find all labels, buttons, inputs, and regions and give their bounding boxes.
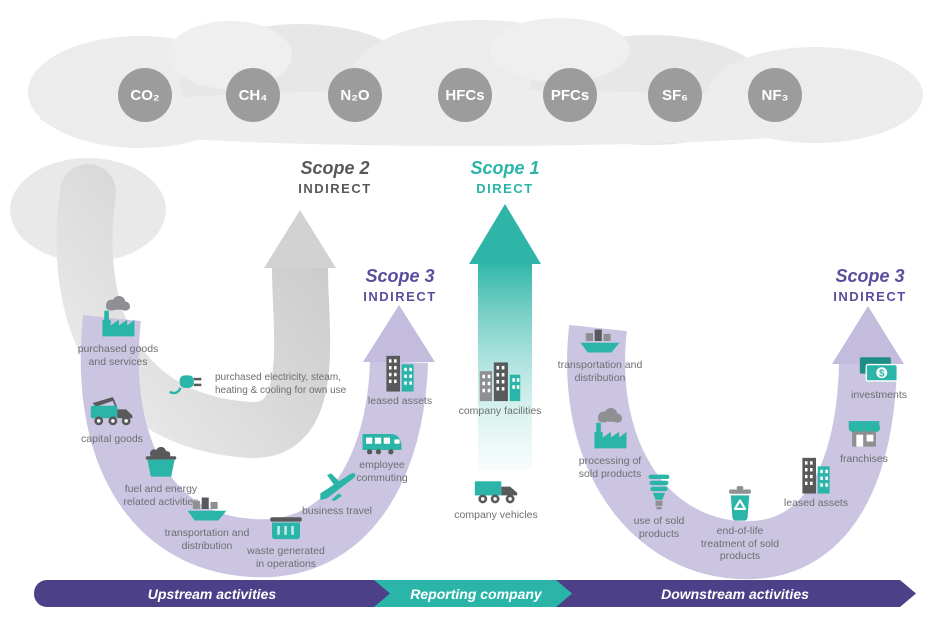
- item-label: purchased electricity, steam, heating & …: [215, 372, 347, 396]
- scope3-upstream-arc: [80, 305, 435, 578]
- item-label: franchises: [840, 453, 888, 465]
- item-leased-assets-upstream: leased assets: [360, 348, 440, 408]
- item-business-travel: business travel: [297, 458, 377, 518]
- item-waste-generated: waste generated in operations: [246, 498, 326, 570]
- building-icon: [383, 348, 417, 392]
- item-use-of-sold-products: use of sold products: [619, 468, 699, 540]
- item-label: purchased goods and services: [77, 343, 159, 368]
- recycle-bin-icon: [724, 478, 756, 522]
- item-label: employee commuting: [356, 459, 408, 484]
- building-icon: [799, 450, 833, 494]
- item-label: company facilities: [458, 405, 542, 417]
- scope3-downstream-subtitle: INDIRECT: [833, 289, 907, 304]
- city-buildings-icon: [478, 358, 522, 402]
- scope3-upstream-subtitle: INDIRECT: [363, 289, 437, 304]
- item-label: waste generated in operations: [247, 545, 325, 570]
- scope1-label: Scope 1 DIRECT: [435, 158, 575, 196]
- gas-sf6: SF₆: [648, 68, 702, 122]
- item-end-of-life-treatment: end-of-life treatment of sold products: [698, 478, 782, 563]
- scope3-downstream-label: Scope 3 INDIRECT: [800, 266, 936, 304]
- gas-co2: CO₂: [118, 68, 172, 122]
- gas-hfcs: HFCs: [438, 68, 492, 122]
- item-label: fuel and energy related activities: [123, 483, 199, 508]
- scope2-arrow: [56, 164, 336, 458]
- coal-cart-icon: [142, 436, 180, 480]
- airplane-icon: [317, 458, 357, 502]
- plug-icon: [168, 368, 208, 401]
- svg-text:$: $: [879, 368, 885, 379]
- item-label: use of sold products: [633, 515, 685, 540]
- item-label: business travel: [301, 505, 373, 517]
- scope2-label: Scope 2 INDIRECT: [265, 158, 405, 196]
- item-label: leased assets: [783, 497, 849, 509]
- item-company-vehicles: company vehicles: [454, 462, 538, 522]
- item-purchased-electricity: purchased electricity, steam, heating & …: [168, 368, 365, 401]
- scope3-downstream-title: Scope 3: [835, 266, 905, 286]
- gas-ch4: CH₄: [226, 68, 280, 122]
- gas-n2o: N₂O: [328, 68, 382, 122]
- crane-truck-icon: [89, 386, 135, 430]
- item-transportation-and-distribution-upstream: transportation and distribution: [163, 480, 251, 552]
- item-label: capital goods: [81, 433, 143, 445]
- scope3-upstream-label: Scope 3 INDIRECT: [330, 266, 470, 304]
- factory-cloud-icon: [587, 408, 633, 452]
- scope2-title: Scope 2: [300, 158, 370, 178]
- scope2-subtitle: INDIRECT: [298, 181, 372, 196]
- item-transportation-and-distribution-downstream: transportation and distribution: [556, 312, 644, 384]
- item-purchased-goods-and-services: purchased goods and services: [74, 296, 162, 368]
- factory-cloud-icon: [95, 296, 141, 340]
- item-label: transportation and distribution: [557, 359, 643, 384]
- scope3-upstream-title: Scope 3: [365, 266, 435, 286]
- scope1-arrow: [469, 204, 541, 470]
- gas-pfcs: PFCs: [543, 68, 597, 122]
- item-label: leased assets: [367, 395, 433, 407]
- scope3-downstream-arc: [567, 306, 904, 580]
- item-processing-of-sold-products: processing of sold products: [568, 408, 652, 480]
- truck-icon: [473, 462, 519, 506]
- item-label: transportation and distribution: [164, 527, 250, 552]
- dumpster-icon: [265, 498, 307, 542]
- item-fuel-and-energy: fuel and energy related activities: [120, 436, 202, 508]
- item-label: company vehicles: [454, 509, 538, 521]
- downstream-activities-band: Downstream activities: [546, 580, 916, 607]
- item-label: processing of sold products: [578, 455, 642, 480]
- ship-icon: [184, 480, 230, 524]
- cloud-band: [10, 18, 923, 262]
- item-label: end-of-life treatment of sold products: [700, 525, 780, 563]
- item-leased-assets-downstream: leased assets: [776, 450, 856, 510]
- scope1-subtitle: DIRECT: [476, 181, 534, 196]
- train-icon: [359, 412, 405, 456]
- scope1-title: Scope 1: [470, 158, 540, 178]
- downstream-activities-label: Downstream activities: [661, 585, 809, 602]
- item-capital-goods: capital goods: [72, 386, 152, 446]
- gas-nf3: NF₃: [748, 68, 802, 122]
- upstream-activities-label: Upstream activities: [147, 585, 277, 602]
- item-franchises: franchises: [824, 406, 904, 466]
- banknotes-icon: $: [858, 342, 900, 386]
- cfl-bulb-icon: [646, 468, 672, 512]
- item-label: investments: [850, 389, 908, 401]
- item-investments: $ investments: [839, 342, 919, 402]
- storefront-icon: [845, 406, 883, 450]
- ship-icon: [577, 312, 623, 356]
- reporting-company-label: Reporting company: [410, 585, 542, 602]
- item-company-facilities: company facilities: [458, 358, 542, 418]
- upstream-activities-band: Upstream activities: [34, 580, 390, 607]
- reporting-company-band: Reporting company: [372, 580, 572, 607]
- item-employee-commuting: employee commuting: [342, 412, 422, 484]
